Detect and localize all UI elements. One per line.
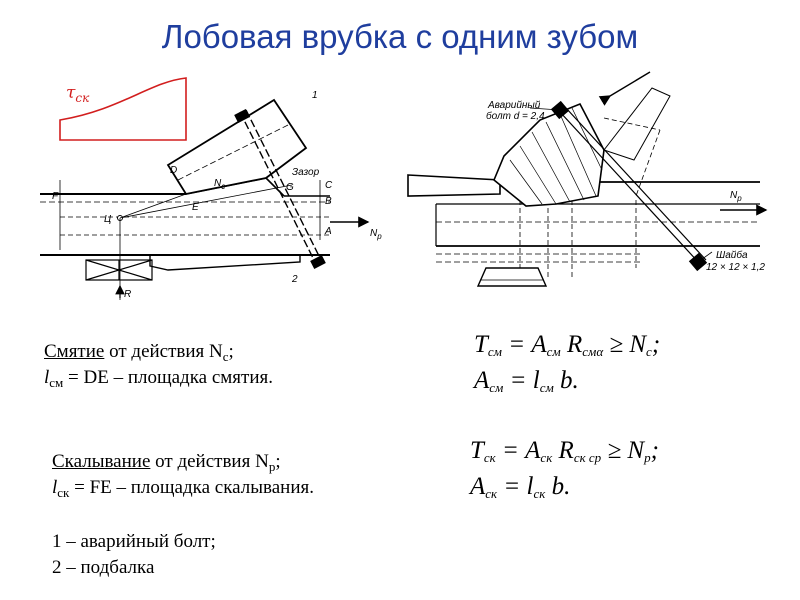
label-C: C xyxy=(325,180,333,191)
label-washer-1: Шайба xyxy=(716,249,748,261)
label-1: 1 xyxy=(312,90,318,101)
formula-crush-capacity: Tсм = Aсм Rсмα ≥ Nc; xyxy=(474,331,661,359)
label-R: R xyxy=(124,289,131,300)
right-emergency-bolt xyxy=(529,100,713,272)
tau-symbol: τск xyxy=(66,83,90,105)
label-F: F xyxy=(52,191,59,202)
right-support xyxy=(476,267,548,287)
label-Np-left: Np xyxy=(370,228,382,241)
label-2: 2 xyxy=(291,274,298,285)
rafter xyxy=(119,98,308,219)
label-Np-right: Np xyxy=(730,190,742,203)
shear-line: Скалывание от действия Np; xyxy=(52,451,281,474)
legend-item-2: 2 – подбалка xyxy=(52,557,155,578)
formula-shear-area: Aск = lск b. xyxy=(470,473,571,501)
reaction-force xyxy=(115,193,187,300)
crush-line: Смятие от действия Nc; xyxy=(44,341,234,364)
right-beam xyxy=(407,174,760,280)
sub-beam xyxy=(149,254,301,271)
formula-crush-area: Aсм = lсм b. xyxy=(474,367,579,395)
shear-length-line: lск = FE – площадка скалывания. xyxy=(52,477,314,500)
label-D: D xyxy=(170,165,177,176)
formula-shear-capacity: Tск = Aск Rск ср ≥ Np; xyxy=(470,437,659,465)
left-drawing: τск xyxy=(40,77,382,300)
label-center: Ц xyxy=(104,214,111,225)
label-E: E xyxy=(192,202,199,213)
right-drawing: Аварийный болт d = 2,4 Np Шайба 12 × 12 … xyxy=(407,71,768,287)
legend-item-1: 1 – аварийный болт; xyxy=(52,531,216,552)
label-gap: Зазор xyxy=(292,167,320,178)
emergency-bolt xyxy=(234,109,326,269)
rafter-force-arrow xyxy=(598,71,651,106)
support-pad xyxy=(85,259,153,281)
label-A: A xyxy=(324,226,332,237)
label-Nc: Nc xyxy=(214,178,225,191)
label-washer-2: 12 × 12 × 1,2 xyxy=(706,262,765,273)
label-G: G xyxy=(286,182,294,193)
page-title: Лобовая врубка с одним зубом xyxy=(161,18,639,55)
shear-stress-diagram: τск xyxy=(59,77,187,141)
crush-length-line: lсм = DE – площадка смятия. xyxy=(44,367,273,390)
label-bolt-2: болт d = 2,4 xyxy=(486,110,545,122)
label-bolt-1: Аварийный xyxy=(487,100,541,111)
label-B: B xyxy=(325,196,332,207)
